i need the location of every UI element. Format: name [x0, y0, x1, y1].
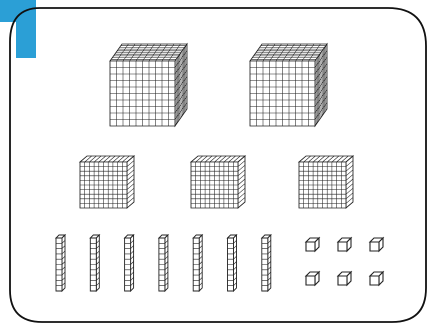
thousand-cube-icon: [110, 44, 187, 126]
thousand-cube-icon: [250, 44, 327, 126]
ten-rod-icon: [90, 235, 99, 291]
hundred-flat-icon: [191, 156, 245, 208]
unit-cube-icon: [306, 272, 319, 285]
unit-cube-icon: [370, 272, 383, 285]
unit-cube-icon: [338, 238, 351, 251]
ten-rod-icon: [262, 235, 271, 291]
unit-cube-icon: [306, 238, 319, 251]
ten-rod-icon: [159, 235, 168, 291]
hundred-flat-icon: [80, 156, 134, 208]
ten-rod-icon: [125, 235, 134, 291]
ten-rod-icon: [228, 235, 237, 291]
ten-rod-icon: [56, 235, 65, 291]
unit-cube-icon: [370, 238, 383, 251]
unit-cube-icon: [338, 272, 351, 285]
ten-rod-icon: [193, 235, 202, 291]
hundred-flats-group: [80, 156, 353, 208]
hundred-flat-icon: [299, 156, 353, 208]
